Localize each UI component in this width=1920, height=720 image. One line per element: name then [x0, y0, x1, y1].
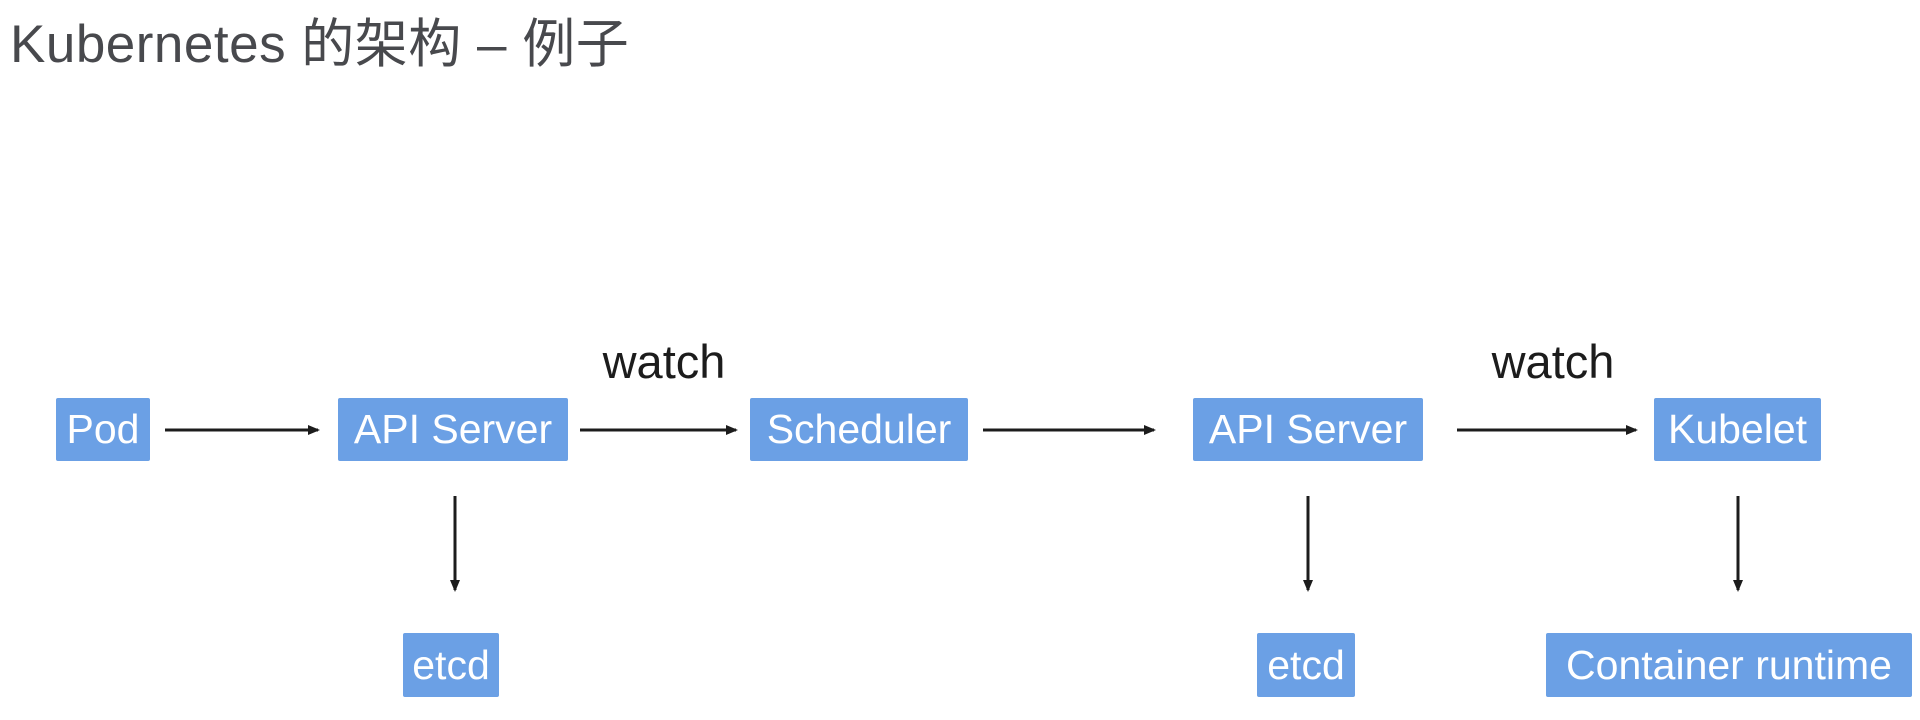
node-api-server-1: API Server — [338, 398, 568, 461]
node-kubelet: Kubelet — [1654, 398, 1821, 461]
edge-label-watch-2: watch — [1491, 335, 1615, 388]
page-title: Kubernetes 的架构 – 例子 — [10, 15, 630, 74]
node-container-runtime: Container runtime — [1546, 633, 1912, 697]
edge-label-watch-1: watch — [602, 335, 726, 388]
node-etcd-1: etcd — [403, 633, 499, 697]
node-scheduler: Scheduler — [750, 398, 968, 461]
node-etcd-2: etcd — [1257, 633, 1355, 697]
node-pod: Pod — [56, 398, 150, 461]
node-api-server-2: API Server — [1193, 398, 1423, 461]
